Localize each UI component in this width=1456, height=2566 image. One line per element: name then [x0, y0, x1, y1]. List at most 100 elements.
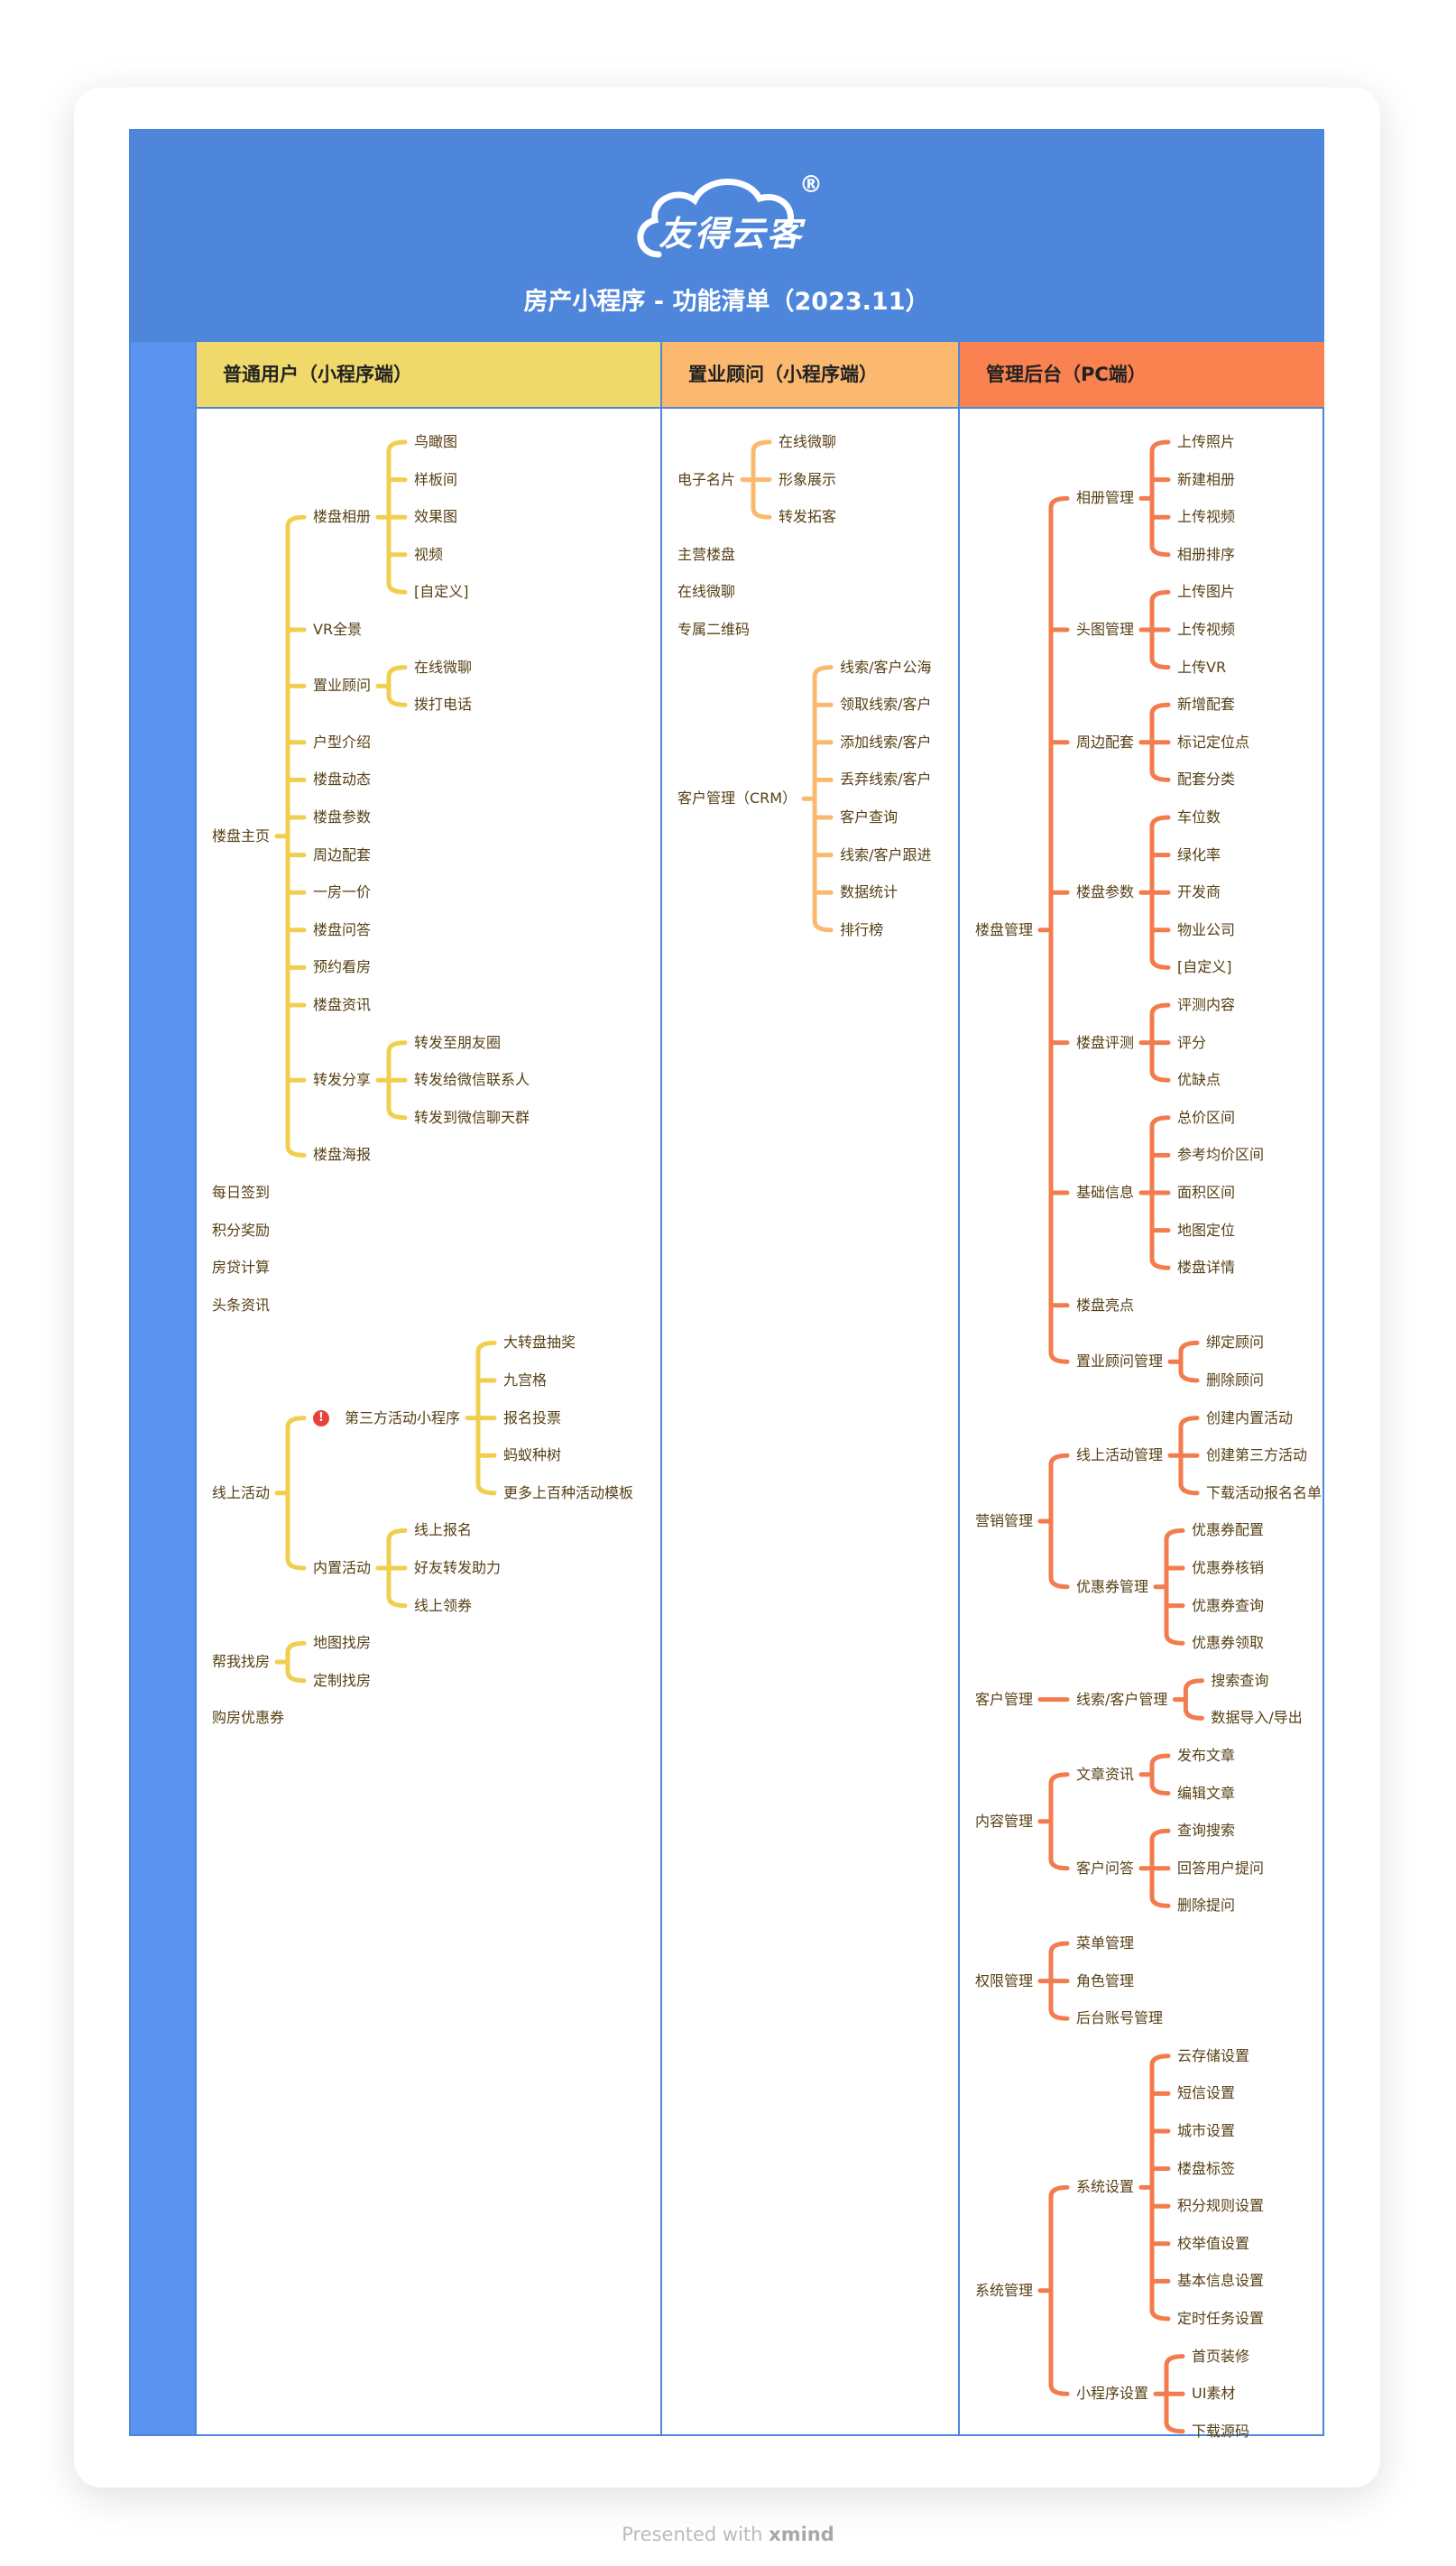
mindmap-leaf-node: 转发至朋友圈 [414, 1033, 502, 1051]
mindmap-branch-node: 相册管理 [1076, 489, 1135, 507]
mindmap-leaf-node: 优惠券查询 [1192, 1596, 1265, 1614]
mindmap-leaf-node: 菜单管理 [1076, 1934, 1135, 1952]
mindmap-leaf-node: 删除顾问 [1206, 1371, 1265, 1389]
mindmap-leaf-node: 九宫格 [503, 1371, 548, 1389]
mindmap-leaf-node: 专属二维码 [677, 621, 751, 638]
mindmap-leaf-node: 开发商 [1177, 883, 1221, 901]
mindmap-leaf-node: 楼盘动态 [313, 771, 372, 789]
mindmap-branch-node: 文章资讯 [1076, 1765, 1135, 1783]
brand-logo: 友得云客 ® [631, 171, 830, 262]
mindmap-leaf-node: 蚂蚁种树 [503, 1446, 562, 1464]
mindmap-leaf-node: 大转盘抽奖 [503, 1334, 576, 1352]
mindmap-leaf-node: 数据统计 [840, 883, 898, 901]
mindmap-branch-node: 周边配套 [1076, 733, 1135, 751]
mindmap-branch-node: 线上活动 [212, 1483, 271, 1501]
mindmap-leaf-node: 转发给微信联系人 [414, 1071, 530, 1089]
mindmap-branch-node: 系统设置 [1076, 2178, 1135, 2196]
mindmap-branch-node: 头图管理 [1076, 621, 1135, 638]
mindmap-leaf-node: 定时任务设置 [1177, 2310, 1265, 2327]
mindmap-leaf-node: 标记定位点 [1177, 733, 1250, 751]
mindmap-leaf-node: 新建相册 [1177, 470, 1236, 488]
mindmap-leaf-node: 积分奖励 [212, 1221, 271, 1239]
mindmap-leaf-node: 绑定顾问 [1206, 1334, 1265, 1352]
mindmap-branch-node: 系统管理 [975, 2281, 1034, 2299]
mindmap-leaf-node: 丢弃线索/客户 [840, 771, 932, 789]
mindmap-branch-node: 客户管理 [975, 1690, 1034, 1708]
mindmap-branch-node: 转发分享 [313, 1071, 372, 1089]
mindmap-leaf-node: 优惠券配置 [1192, 1521, 1265, 1539]
mindmap-leaf-node: 创建第三方活动 [1206, 1446, 1308, 1464]
footer-brand: xmind [769, 2524, 834, 2545]
mindmap-leaf-node: 下载源码 [1192, 2422, 1250, 2440]
mindmap-leaf-node: 排行榜 [840, 920, 884, 938]
mindmap-leaf-node: 预约看房 [313, 958, 372, 976]
mindmap-leaf-node: 云存储设置 [1177, 2046, 1250, 2064]
mindmap-leaf-node: 搜索查询 [1211, 1671, 1269, 1689]
mindmap-leaf-node: 鸟瞰图 [414, 433, 458, 450]
mindmap-branch-node: 置业顾问 [313, 677, 372, 695]
mindmap-branch-node: 帮我找房 [212, 1653, 271, 1670]
mindmap-leaf-node: 在线微聊 [779, 433, 837, 450]
mindmap-leaf-node: 校举值设置 [1177, 2234, 1250, 2252]
mindmap-leaf-node: 创建内置活动 [1206, 1408, 1294, 1426]
mindmap-branch-node: 置业顾问管理 [1076, 1352, 1164, 1371]
mindmap-leaf-node: 新增配套 [1177, 696, 1236, 714]
mindmap-leaf-node: 楼盘亮点 [1076, 1296, 1135, 1314]
mindmap-leaf-node: 参考均价区间 [1177, 1146, 1265, 1164]
mindmap-leaf-node: 更多上百种活动模板 [503, 1483, 634, 1501]
mindmap-leaf-node: 角色管理 [1076, 1971, 1135, 1989]
mindmap-branch-node: 客户问答 [1076, 1859, 1135, 1877]
mindmap-leaf-node: 地图定位 [1177, 1221, 1236, 1239]
mindmap-leaf-node: 发布文章 [1177, 1747, 1236, 1764]
mindmap-branch-node: 优惠券管理 [1076, 1577, 1149, 1595]
mindmap-leaf-node: 形象展示 [779, 470, 837, 488]
mindmap-leaf-node: [自定义] [414, 583, 469, 601]
warning-icon: ! [313, 1409, 329, 1426]
mindmap-branch-node: 楼盘管理 [975, 920, 1034, 938]
mindmap-leaf-node: 线索/客户公海 [840, 658, 932, 676]
mindmap-branch-node: 内容管理 [975, 1812, 1034, 1830]
mindmap-leaf-node: 评分 [1177, 1033, 1207, 1051]
mindmap-leaf-node: 编辑文章 [1177, 1784, 1236, 1802]
mindmap-leaf-node: 在线微聊 [677, 583, 736, 601]
mindmap-leaf-node: 楼盘问答 [313, 920, 372, 938]
mindmap-leaf-node: 楼盘详情 [1177, 1259, 1236, 1277]
mindmap-leaf-node: 回答用户提问 [1177, 1859, 1265, 1877]
mindmap-branch-node: 线索/客户管理 [1076, 1690, 1168, 1708]
mindmap-branch-node: 小程序设置 [1076, 2385, 1149, 2403]
mindmap-leaf-node: 转发拓客 [779, 508, 837, 526]
mindmap-leaf-node: 好友转发助力 [414, 1559, 502, 1576]
mindmap-leaf-node: 楼盘标签 [1177, 2159, 1236, 2177]
mindmap-leaf-node: 周边配套 [313, 845, 372, 863]
mindmap-leaf-node: 转发到微信聊天群 [414, 1108, 530, 1126]
mindmap-leaf-node: 优惠券核销 [1192, 1559, 1265, 1576]
mindmap-leaf-node: 报名投票 [503, 1408, 562, 1426]
column-divider [660, 342, 662, 2434]
column-divider [958, 342, 960, 2434]
mindmap-leaf-node: 样板间 [414, 470, 458, 488]
mindmap-leaf-node: 城市设置 [1177, 2122, 1236, 2139]
mindmap-leaf-node: 定制找房 [313, 1671, 372, 1689]
mindmap-leaf-node: 评测内容 [1177, 996, 1236, 1013]
mindmap-leaf-node: 头条资讯 [212, 1296, 271, 1314]
mindmap-branch-node: 楼盘主页 [212, 826, 271, 845]
mindmap-leaf-node: 数据导入/导出 [1211, 1709, 1303, 1727]
mindmap-leaf-node: 基本信息设置 [1177, 2272, 1265, 2290]
mindmap-leaf-node: 上传视频 [1177, 621, 1236, 638]
mindmap-leaf-node: VR全景 [313, 621, 363, 638]
mindmap-leaf-node: 每日签到 [212, 1184, 271, 1201]
mindmap-leaf-node: 效果图 [414, 508, 458, 526]
mindmap-leaf-node: 上传视频 [1177, 508, 1236, 526]
mindmap-leaf-node: 房贷计算 [212, 1259, 271, 1277]
mindmap-leaf-node: 物业公司 [1177, 920, 1236, 938]
header-row-divider [196, 407, 1324, 409]
mindmap-branch-node: 营销管理 [975, 1512, 1034, 1529]
mindmap-branch-node: 权限管理 [975, 1971, 1034, 1989]
footer-credit: Presented with xmind [0, 2524, 1456, 2545]
mindmap-leaf-node: 删除提问 [1177, 1897, 1236, 1915]
mindmap-leaf-node: 上传照片 [1177, 433, 1236, 450]
mindmap-branch-node: 内置活动 [313, 1559, 372, 1576]
mindmap-leaf-node: 总价区间 [1177, 1108, 1236, 1126]
mindmap-branch-node: 第三方活动小程序 [345, 1408, 461, 1426]
mindmap-branch-node: 楼盘评测 [1076, 1033, 1135, 1051]
